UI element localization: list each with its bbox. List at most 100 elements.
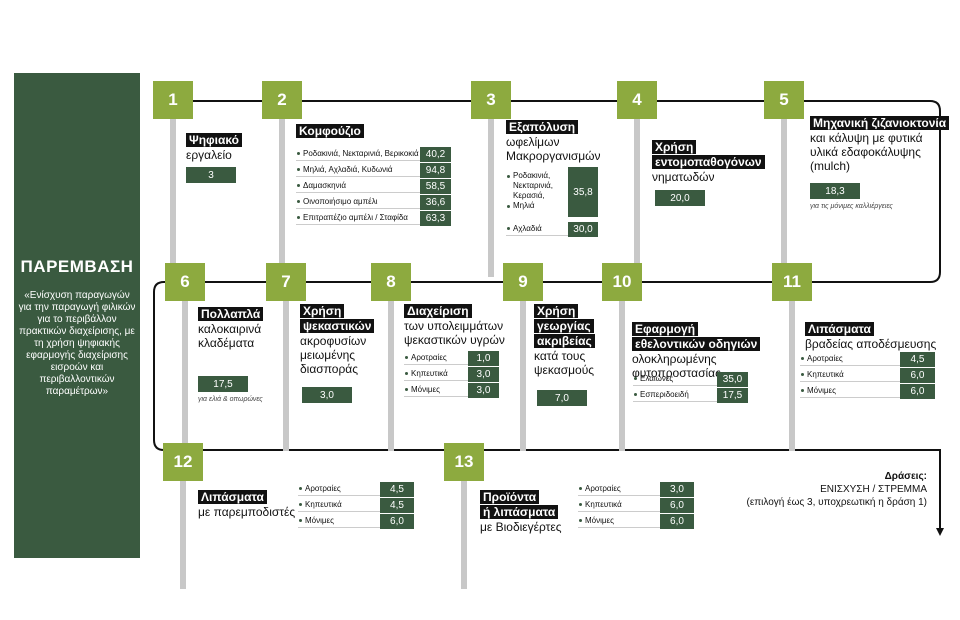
step-label-line: κλαδέματα [198,336,255,350]
step-label-highlight: Χρήση [534,304,595,319]
row-value: 4,5 [900,352,935,367]
step-label-line: με Βιοδιεγέρτες [480,520,562,534]
step-label-highlight-text: Χρήση [300,304,345,318]
row-value: 6,0 [900,384,935,399]
step-label-highlight-text: Λιπάσματα [805,322,874,336]
step-label-highlight: Εφαρμογή [632,322,760,337]
bullet-icon [299,519,302,522]
step-8-stem [388,301,394,451]
table-row: Αροτραίες [404,351,468,365]
bullet-icon [801,373,804,376]
row-value: 35,0 [717,372,748,387]
step-label-highlight-text: Ψηφιακό [186,133,242,147]
row-label: Αροτραίες [305,484,341,493]
legend-line-2: (επιλογή έως 3, υποχρεωτική η δράση 1) [746,497,927,508]
table-row: Επιτραπέζιο αμπέλι / Σταφίδα [296,211,420,225]
bullet-icon [405,372,408,375]
row-value: 3,0 [660,482,694,497]
bullet-icon [299,487,302,490]
step-label-line: ωφελίμων [506,135,560,149]
row-value: 30,0 [568,222,598,237]
row-label: Επιτραπέζιο αμπέλι / Σταφίδα [303,213,408,222]
bullet-icon [297,200,300,203]
step-5-note: για τις μόνιμες καλλιέργειες [810,203,893,210]
row-label: Κηπευτικά [807,370,844,379]
step-label-highlight-text: Πολλαπλά [198,307,264,321]
row-label: Μόνιμες [807,386,836,395]
step-label-line: υλικά εδαφοκάλυψης [810,145,921,159]
bullet-icon [299,503,302,506]
step-label-highlight: ή λιπάσματα [480,505,562,520]
actions-legend: Δράσεις: ΕΝΙΣΧΥΣΗ / ΣΤΡΕΜΜΑ (επιλογή έως… [746,470,927,509]
table-row: Μόνιμες [404,383,468,397]
table-row: Ροδακινιά, Νεκταρινιά, Βερικοκιά [296,147,420,161]
table-row: Κηπευτικά [578,498,660,512]
step-label-highlight: Εξαπόλυση [506,120,601,135]
step-label-highlight-text: Εφαρμογή [632,322,699,336]
step-label-highlight-text: Λιπάσματα [198,490,267,504]
step-label-highlight-text: ή λιπάσματα [480,505,559,519]
table-row: Οινοποιήσιμο αμπέλι [296,195,420,209]
row-value: 3,0 [468,367,499,382]
group-label: Νεκταρινιά, [506,181,553,191]
step-5-value: 18,3 [810,183,860,199]
bullet-icon [507,204,510,208]
group-label: Κερασιά, [506,191,553,201]
step-label-line: κατά τους [534,349,586,363]
group-label-text: Νεκταρινιά, [513,181,553,190]
row-label: Μηλιά, Αχλαδιά, Κυδωνιά [303,165,393,174]
group-label-text: Ροδακινιά, [513,171,551,180]
bullet-icon [579,503,582,506]
step-2-label: Κομφούζιο [296,124,364,139]
step-label-highlight-text: Εξαπόλυση [506,120,579,134]
row-value: 6,0 [900,368,935,383]
step-label-highlight-text: ψεκαστικών [300,319,375,333]
row-value: 4,5 [380,498,414,513]
row-value: 3,0 [468,383,499,398]
group-label: Ροδακινιά, [506,171,553,181]
step-label-highlight-text: εθελοντικών οδηγιών [632,337,761,351]
step-6-stem [182,301,188,451]
step-label-line: εργαλείο [186,148,232,162]
step-4-value: 20,0 [655,190,705,206]
step-13-stem [461,481,467,589]
legend-title: Δράσεις: [884,471,927,482]
step-label-highlight: ακριβείας [534,334,595,349]
bullet-icon [507,227,510,230]
step-label-highlight: Χρήση [652,140,765,155]
table-row: Μόνιμες [578,514,660,528]
group-label-text: Κερασιά, [513,191,545,200]
step-1-value: 3 [186,167,236,183]
row-value: 94,8 [420,163,451,178]
bullet-icon [297,168,300,171]
step-label-highlight-text: Διαχείριση [404,304,472,318]
bullet-icon [297,184,300,187]
row-label: Κηπευτικά [305,500,342,509]
row-label: Κηπευτικά [411,369,448,378]
step-label-line: ακροφυσίων [300,334,367,348]
step-5-number: 5 [764,81,804,119]
table-row: Κηπευτικά [404,367,468,381]
table-row: Κηπευτικά [800,368,900,382]
row-value: 58,5 [420,179,451,194]
row-value: 36,6 [420,195,451,210]
step-4-stem [634,119,640,277]
bullet-icon [801,357,804,360]
step-11-stem [789,301,795,451]
row-label: Αροτραίες [411,353,447,362]
row-label: Ελαιώνες [640,374,674,383]
step-6-note: για ελιά & οπωρώνες [198,396,263,403]
step-label-highlight: Λιπάσματα [198,490,295,505]
table-row: Αροτραίες [298,482,380,496]
step-12-number: 12 [163,443,203,481]
row-label: Μόνιμες [411,385,440,394]
row-value: 4,5 [380,482,414,497]
step-1-number: 1 [153,81,193,119]
row-label: Οινοποιήσιμο αμπέλι [303,197,378,206]
bullet-icon [634,377,637,380]
step-label-highlight: εντομοπαθογόνων [652,155,765,170]
table-row: Μόνιμες [800,384,900,398]
step-9-value: 7,0 [537,390,587,406]
